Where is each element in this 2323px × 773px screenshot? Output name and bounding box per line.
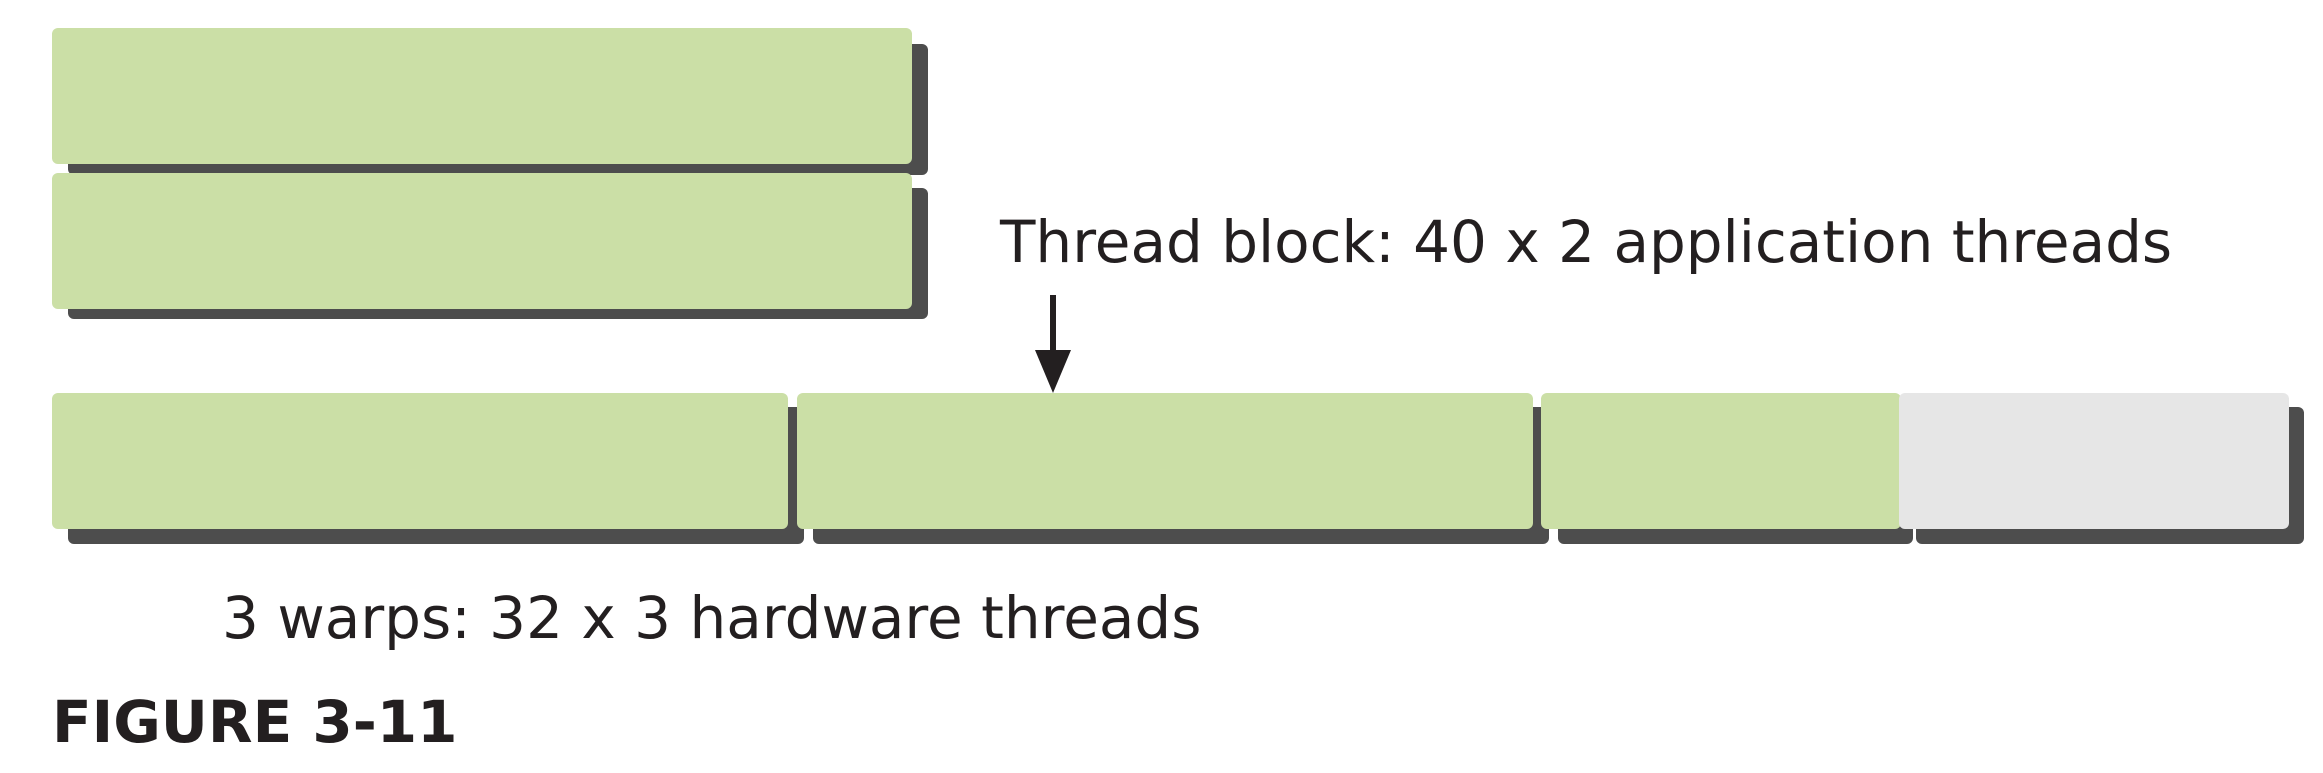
arrow-icon (1035, 295, 1071, 393)
warp-segment-1-fill (52, 393, 788, 529)
thread-block-row-2 (52, 173, 928, 319)
warp-segment-3 (1541, 393, 2304, 544)
thread-block-label: Thread block: 40 x 2 application threads (999, 208, 2172, 276)
warp-segment-2-fill (797, 393, 1533, 529)
thread-block-row-2-fill (52, 173, 912, 309)
warp-segment-1 (52, 393, 804, 544)
figure-caption: FIGURE 3-11 (52, 688, 458, 756)
warps-label: 3 warps: 32 x 3 hardware threads (222, 584, 1201, 652)
warp-segment-3-fill (1541, 393, 1901, 529)
thread-block-row-1 (52, 28, 928, 175)
thread-block-row-1-fill (52, 28, 912, 164)
warp-segment-3-empty-lanes (1899, 393, 2289, 529)
warp-segment-2 (797, 393, 1549, 544)
